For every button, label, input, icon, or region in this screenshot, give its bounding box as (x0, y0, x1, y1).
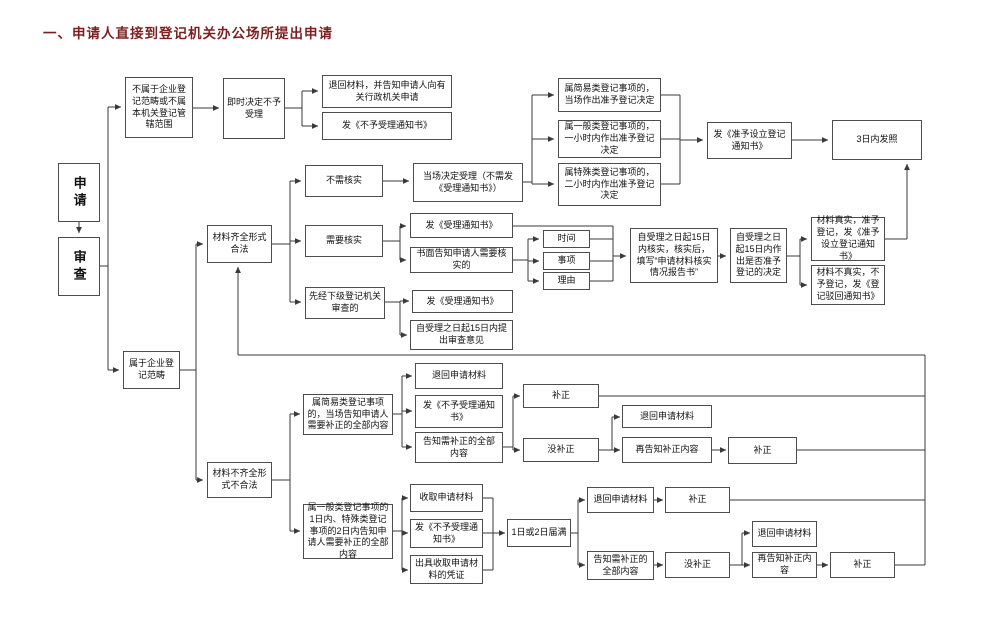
flow-corrected-3: 补正 (665, 487, 730, 513)
flow-materials-false: 材料不真实，不予登记，发《登记驳回通知书》 (811, 265, 885, 305)
flow-materials-incomplete: 材料不齐全形式不合法 (207, 462, 272, 498)
flow-verify-15days: 自受理之日起15日内核实，核实后，填写“申请材料核实情况报告书” (630, 228, 718, 283)
flow-corrected-2: 补正 (728, 437, 797, 464)
flow-lower-review-first: 先经下级登记机关审查的 (305, 287, 385, 319)
flow-verify-reason: 理由 (543, 272, 590, 290)
flow-inform-correction-2: 告知需补正的全部内容 (587, 551, 654, 580)
flow-verify-time: 时间 (543, 230, 590, 248)
flow-return-materials-3: 退回申请材料 (587, 487, 654, 513)
flow-verify-matter: 事项 (543, 252, 590, 270)
flow-reinform-correction-2: 再告知补正内容 (752, 552, 817, 578)
flow-notice-approve-setup: 发《准予设立登记通知书》 (707, 122, 792, 159)
flow-return-materials-4: 退回申请材料 (752, 521, 817, 547)
flow-reinform-correction-1: 再告知补正内容 (622, 437, 712, 463)
flow-accept-on-spot: 当场决定受理（不需发《受理通知书》） (413, 163, 523, 202)
flow-inform-correction-1: 告知需补正的全部内容 (415, 432, 503, 463)
flow-return-materials-2: 退回申请材料 (622, 405, 712, 428)
flow-notice-no-accept-1: 发《不予受理通知书》 (322, 112, 452, 140)
flow-corrected-1: 补正 (523, 384, 599, 408)
flow-not-corrected-2: 没补正 (665, 552, 730, 578)
flow-not-corrected-1: 没补正 (523, 438, 599, 462)
flow-review-opinion-15days: 自受理之日起15日内提出审查意见 (410, 320, 513, 350)
flow-issue-receipt: 出具收取申请材料的凭证 (410, 555, 483, 584)
flow-collect-materials: 收取申请材料 (410, 484, 483, 512)
flow-materials-complete: 材料齐全形式合法 (207, 225, 272, 263)
flow-not-in-scope: 不属于企业登记范畴或不属本机关登记管辖范围 (125, 77, 193, 138)
flow-simple-decide-onspot: 属简易类登记事项的，当场作出准予登记决定 (558, 78, 661, 112)
flow-general-decide-1h: 属一般类登记事项的，一小时内作出准予登记决定 (558, 120, 661, 158)
flow-need-verify: 需要核实 (305, 225, 383, 257)
flow-notice-accept-2: 发《受理通知书》 (412, 290, 513, 313)
flow-decide-15days: 自受理之日起15日内作出是否准予登记的决定 (730, 228, 787, 283)
flow-written-inform-verify: 书面告知申请人需要核实的 (410, 247, 513, 273)
flow-review: 审查 (58, 237, 100, 296)
flow-license-3days: 3日内发照 (832, 120, 922, 160)
flow-no-verify: 不需核实 (305, 165, 383, 197)
flow-return-materials-1: 退回申请材料 (415, 363, 503, 389)
page-title: 一、申请人直接到登记机关办公场所提出申请 (43, 26, 333, 41)
flow-general-inform-12days: 属一般类登记事项的1日内、特殊类登记事项的2日内告知申请人需要补正的全部内容 (303, 502, 393, 559)
flow-notice-accept: 发《受理通知书》 (410, 213, 513, 238)
flow-special-decide-2h: 属特殊类登记事项的，二小时内作出准予登记决定 (558, 163, 661, 206)
flow-reject-immediately: 即时决定不予受理 (223, 78, 285, 139)
flow-simple-inform-onspot: 属简易类登记事项的，当场告知申请人需要补正的全部内容 (303, 394, 393, 435)
flow-in-scope: 属于企业登记范畴 (123, 351, 180, 389)
flow-notice-no-accept-2: 发《不予受理通知书》 (415, 395, 503, 428)
flow-corrected-4: 补正 (830, 552, 895, 578)
flow-return-materials-inform: 退回材料，并告知申请人向有关行政机关申请 (322, 75, 452, 108)
flow-expire-12days: 1日或2日届满 (507, 519, 571, 547)
flow-materials-true: 材料真实，准予登记，发《准予设立登记通知书》 (811, 215, 885, 261)
flow-notice-no-accept-3: 发《不予受理通知书》 (410, 519, 483, 548)
flow-apply: 申请 (58, 163, 100, 222)
